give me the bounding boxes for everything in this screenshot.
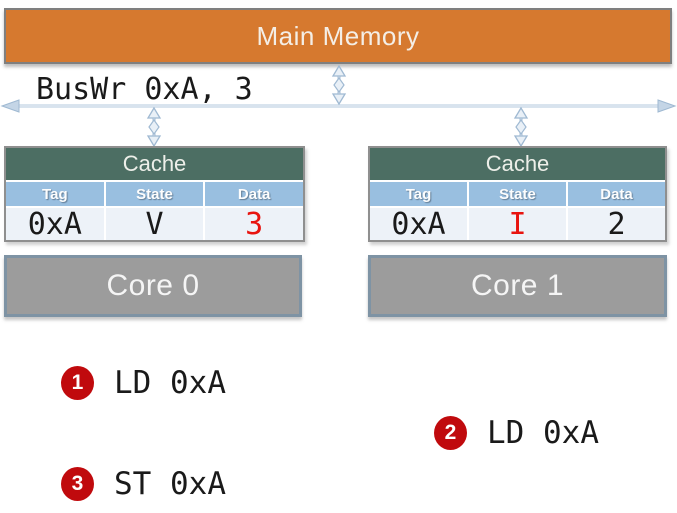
cache0-data-value: 3	[205, 207, 303, 242]
bus-transaction-label: BusWr 0xA, 3	[36, 72, 253, 107]
cache1-state-value: I	[469, 207, 566, 242]
core1-box: Core 1	[368, 255, 667, 317]
cache0-col-state: State	[105, 182, 204, 206]
bus-cache0-connector-arrow	[146, 107, 162, 147]
event-2: 2 LD 0xA	[434, 415, 599, 451]
memory-bus-connector-arrow	[331, 65, 347, 105]
cache1-data-value: 2	[568, 207, 665, 242]
cache0-state-value: V	[105, 207, 204, 242]
cache0-col-data: Data	[205, 182, 303, 206]
cache1-title: Cache	[370, 148, 665, 180]
cache1-data-row: 0xA I 2	[370, 207, 665, 242]
cache1-tag-value: 0xA	[370, 207, 467, 242]
core0-box: Core 0	[4, 255, 302, 317]
cache1-col-data: Data	[568, 182, 665, 206]
core1-label: Core 1	[470, 269, 565, 302]
event-3-badge: 3	[61, 467, 94, 501]
bus-cache1-connector-arrow	[513, 107, 529, 147]
event-1-label: LD 0xA	[114, 365, 226, 401]
main-memory-label: Main Memory	[256, 20, 420, 51]
cache1-col-tag: Tag	[370, 182, 467, 206]
bus-arrow	[0, 99, 677, 113]
core0-label: Core 0	[106, 269, 200, 302]
event-2-label: LD 0xA	[487, 415, 599, 451]
event-1: 1 LD 0xA	[61, 365, 226, 401]
cache1-column-headers: Tag State Data	[370, 182, 665, 206]
cache0-column-headers: Tag State Data	[6, 182, 303, 206]
cache0-col-tag: Tag	[6, 182, 104, 206]
event-2-badge: 2	[434, 416, 467, 450]
cache0-tag-value: 0xA	[6, 207, 104, 242]
event-1-badge: 1	[61, 366, 94, 400]
cache0-table: Cache Tag State Data 0xA V 3	[4, 146, 305, 242]
event-3-label: ST 0xA	[114, 466, 226, 502]
cache1-col-state: State	[469, 182, 566, 206]
cache1-table: Cache Tag State Data 0xA I 2	[368, 146, 667, 242]
cache0-data-row: 0xA V 3	[6, 207, 303, 242]
cache0-title: Cache	[6, 148, 303, 180]
event-3: 3 ST 0xA	[61, 466, 226, 502]
main-memory-box: Main Memory	[4, 8, 672, 64]
